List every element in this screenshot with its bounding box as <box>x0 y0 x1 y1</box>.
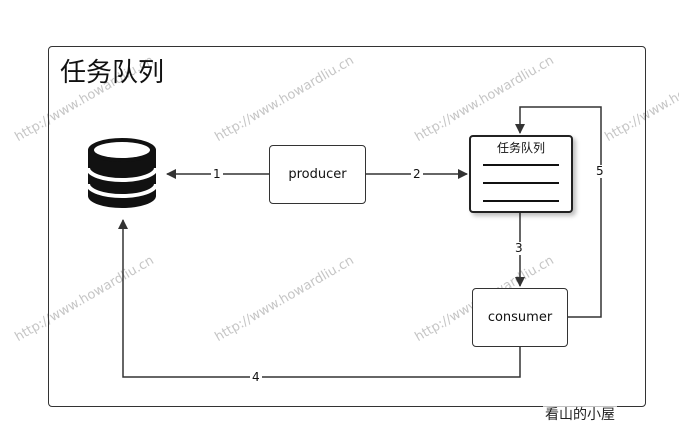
producer-node: producer <box>269 145 366 204</box>
task-queue-node: 任务队列 <box>469 135 573 213</box>
edge-2-label: 2 <box>411 167 423 181</box>
database-icon <box>86 138 158 208</box>
consumer-node: consumer <box>472 288 568 347</box>
edge-4-label: 4 <box>250 370 262 384</box>
edge-4-line <box>118 219 521 378</box>
queue-slot <box>483 164 559 166</box>
queue-title: 任务队列 <box>496 141 545 155</box>
edge-5-label: 5 <box>594 164 606 178</box>
queue-slot <box>483 200 559 202</box>
edge-5-line <box>515 106 602 318</box>
frame-title: 任务队列 <box>60 58 165 88</box>
footer-watermark: 看山的小屋 <box>543 404 617 424</box>
edge-3-label: 3 <box>513 241 525 255</box>
edge-1-label: 1 <box>211 167 223 181</box>
queue-slot <box>483 182 559 184</box>
queue-frame <box>48 46 646 407</box>
